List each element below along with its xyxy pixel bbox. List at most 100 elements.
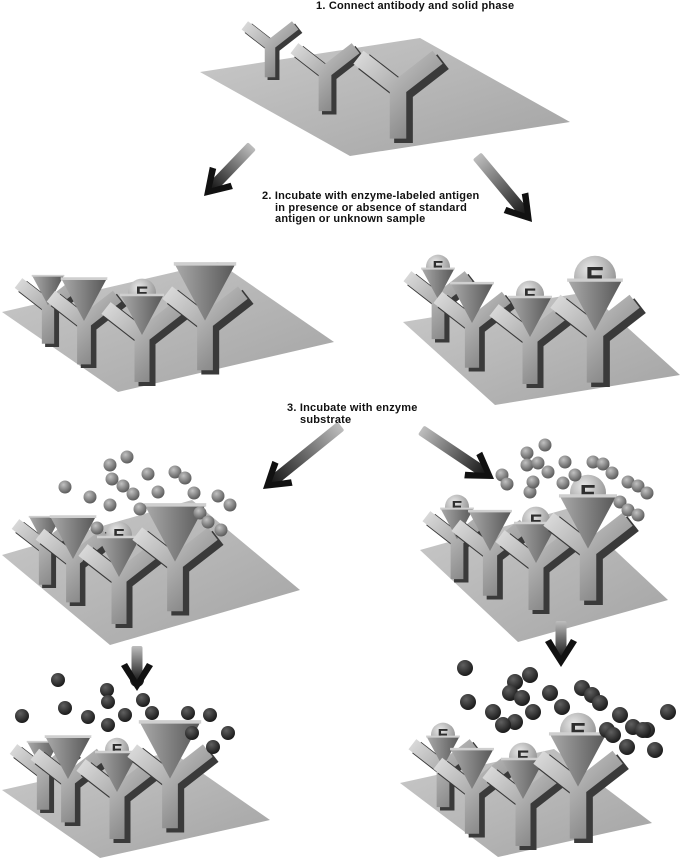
arrow-shaft — [555, 621, 567, 658]
antigen-cone-face — [44, 735, 92, 779]
antigen-cone — [440, 507, 474, 540]
arrow-develop-right — [545, 621, 577, 667]
antibody-y-icon — [78, 544, 160, 624]
enzyme-label: E — [112, 742, 123, 760]
substrate-dot — [211, 489, 225, 503]
substrate-dot — [631, 508, 645, 522]
antigen-cone — [421, 267, 455, 300]
step3-left-substrate: E — [2, 450, 300, 645]
arrow-head-icon — [545, 639, 577, 667]
product-dot — [605, 727, 621, 743]
step1-solid-phase — [200, 21, 570, 156]
step1-caption: 1. Connect antibody and solid phase — [316, 0, 515, 13]
antibody-y-icon — [533, 750, 623, 839]
antigen-cone — [567, 278, 623, 331]
antigen-cone — [49, 515, 97, 559]
product-dot — [206, 740, 220, 754]
antigen-cone-face — [567, 278, 623, 331]
antigen-cone — [450, 747, 494, 790]
antigen-cone — [44, 735, 92, 779]
product-dot — [619, 739, 635, 755]
product-dot — [522, 667, 538, 683]
step2-right-enzyme-labeled-only: EEE — [403, 254, 680, 405]
product-dot — [457, 660, 473, 676]
substrate-dot — [640, 486, 654, 500]
product-dot — [203, 708, 217, 722]
step3-right-substrate: EEE — [420, 438, 668, 642]
product-dot — [100, 683, 114, 697]
antigen-cone-face — [120, 294, 164, 335]
step3-caption-line-2: substrate — [300, 413, 352, 426]
antibody-unit: E — [550, 255, 646, 388]
result-left-low-signal: E — [2, 673, 270, 858]
antibody-y-icon — [543, 512, 633, 601]
antibody-y-icon — [101, 302, 183, 382]
product-dot — [181, 706, 195, 720]
enzyme-label: E — [438, 727, 449, 745]
antibody-unit: E — [533, 712, 629, 844]
substrate-dot — [556, 476, 570, 490]
substrate-dot — [103, 458, 117, 472]
antigen-cone — [508, 295, 552, 337]
arrow-shaft — [473, 153, 530, 218]
product-dot — [101, 718, 115, 732]
substrate-dot — [105, 472, 119, 486]
step3-caption: 3. Incubate with enzyme substrate — [287, 402, 418, 426]
substrate-dot — [621, 503, 635, 517]
enzyme-label: E — [452, 499, 463, 517]
product-dot — [485, 704, 501, 720]
antigen-cone — [143, 503, 207, 562]
product-dot — [15, 709, 29, 723]
antigen-cone-face — [95, 751, 139, 792]
antibody-y-icon — [127, 744, 213, 829]
antibody-unit — [46, 277, 127, 369]
antigen-cone-face — [143, 503, 207, 562]
arrow-step1-to-left — [204, 143, 256, 197]
antigen-cone — [468, 509, 512, 552]
arrow-shaft — [131, 646, 143, 682]
antigen-cone — [97, 535, 141, 577]
substrate-dot — [541, 465, 555, 479]
substrate-dot — [103, 498, 117, 512]
antibody-unit: E — [489, 280, 577, 388]
substrate-dot — [586, 455, 600, 469]
antibody-y-icon — [132, 527, 218, 612]
antigen-cone-face — [450, 748, 494, 790]
substrate-dot — [201, 515, 215, 529]
antigen-cone-face — [173, 262, 237, 321]
antigen-cone — [120, 293, 164, 335]
product-dot — [507, 714, 523, 730]
antigen-cone — [450, 281, 494, 324]
product-dot — [514, 690, 530, 706]
product-dot — [635, 722, 651, 738]
step2-caption-line-3: antigen or unknown sample — [275, 213, 426, 225]
antibody-y-icon — [550, 294, 640, 383]
antigen-cone-face — [514, 522, 558, 563]
product-dot — [502, 685, 518, 701]
arrow-head-icon — [204, 166, 233, 197]
step1-caption-line-1: 1. Connect antibody and solid phase — [316, 0, 515, 12]
antibody-y-icon — [353, 50, 443, 139]
antigen-cone — [31, 274, 65, 306]
antibody-y-icon — [433, 291, 511, 368]
antigen-cone — [173, 262, 237, 321]
antibody-y-icon — [46, 290, 122, 365]
substrate-dot — [631, 479, 645, 493]
antibody-y-icon — [162, 286, 248, 371]
antibody-unit — [241, 21, 303, 80]
arrow-head-icon — [503, 192, 533, 222]
arrow-shaft — [267, 422, 344, 487]
arrow-develop-left — [121, 646, 153, 691]
arrow-head-icon — [121, 663, 153, 691]
step3-caption-line-1: 3. Incubate with enzyme — [287, 402, 418, 414]
antibody-y-icon — [241, 21, 299, 78]
antigen-cone-face — [440, 507, 474, 540]
arrow-shaft — [207, 143, 256, 193]
step2-caption-line-2: in presence or absence of standard — [275, 201, 468, 214]
arrow-head-icon — [464, 451, 495, 479]
antigen-cone-face — [97, 536, 141, 577]
substrate-dot — [178, 471, 192, 485]
product-dot — [221, 726, 235, 740]
antibody-unit — [162, 262, 254, 375]
